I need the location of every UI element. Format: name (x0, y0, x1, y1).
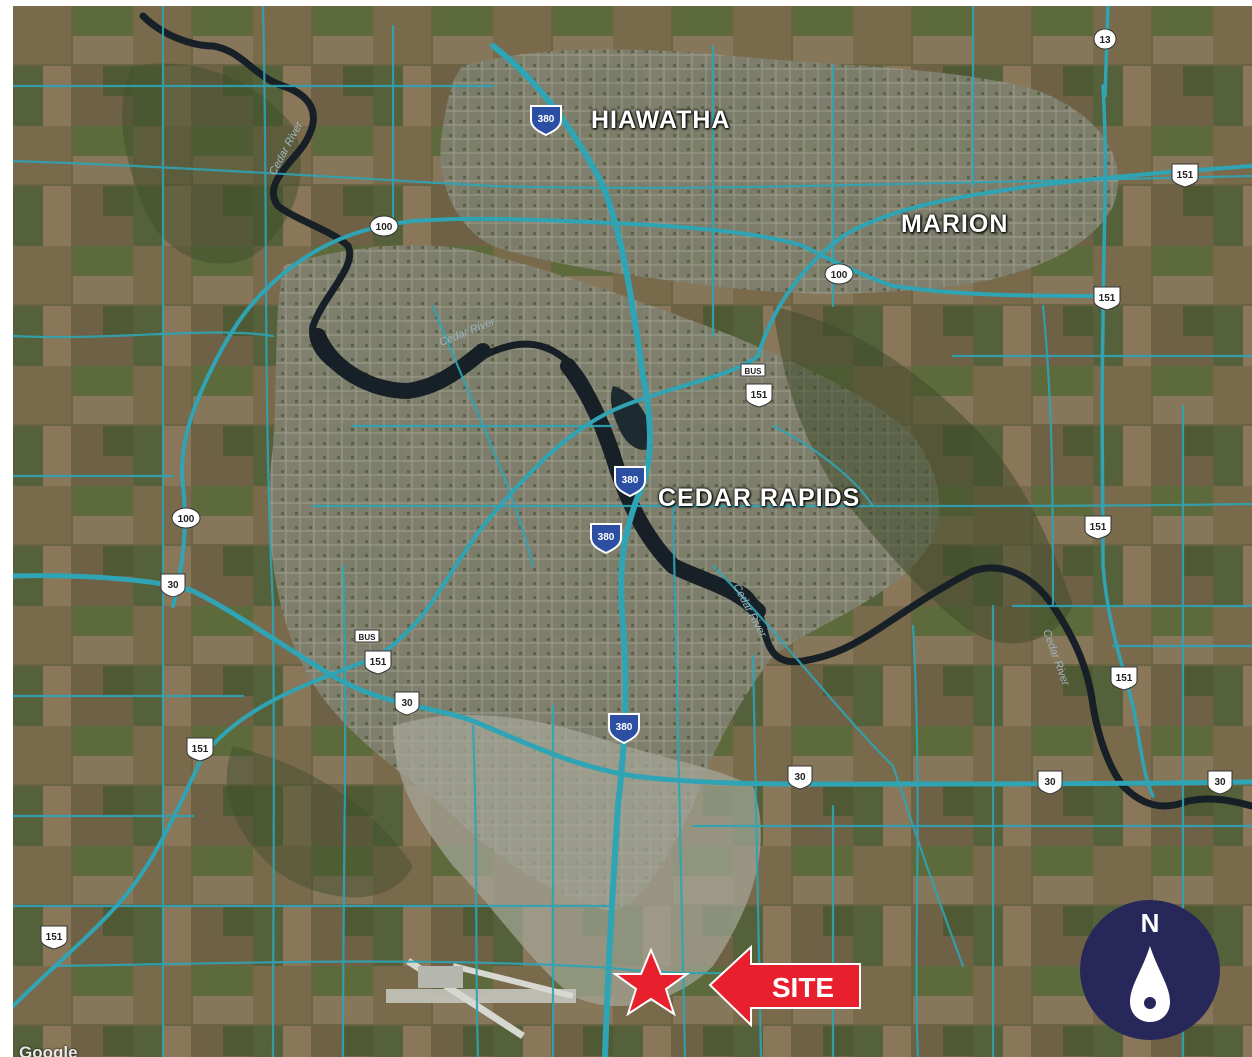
road-shield-us-151: 151 (40, 925, 68, 950)
industrial-south (393, 715, 761, 1006)
road-shield-label: 100 (376, 222, 393, 233)
arterial-roads (13, 6, 1252, 1057)
road-shield-label: BUS (359, 633, 377, 642)
road-shield-us-151: 151 (364, 650, 392, 675)
road-shield-label: 151 (751, 390, 768, 401)
road-shield-label: 30 (794, 772, 806, 783)
forest-area (773, 306, 1073, 644)
road-shield-us-151: 151 (186, 737, 214, 762)
road-shield-ia-100: 100 (171, 507, 201, 529)
road-shield-label: 151 (1090, 522, 1107, 533)
road-shield-label: 380 (598, 532, 615, 543)
road-shield-us-151: 151 (745, 383, 773, 408)
shield-layer: 380 380 380 380 13 100 100 100 151 151 151 151 151 15… (40, 28, 1233, 950)
road-shield-business: BUS (354, 629, 380, 643)
site-arrow[interactable] (708, 944, 861, 1028)
road-shield-us-151: 151 (1093, 286, 1121, 311)
road-shield-label: 30 (401, 698, 413, 709)
road-shield-us-151: 151 (1110, 666, 1138, 691)
road-shield-interstate: 380 (608, 713, 640, 745)
road-shield-us-151: 151 (1171, 163, 1199, 188)
road-shield-label: 100 (178, 514, 195, 525)
compass-north-label: N (1141, 908, 1160, 938)
us-30 (13, 573, 1252, 787)
road-shield-label: 151 (192, 744, 209, 755)
city-label-hiawatha: HIAWATHA (591, 106, 731, 134)
road-shield-business: BUS (740, 363, 766, 377)
road-shield-us-151: 151 (1084, 515, 1112, 540)
road-shield-label: 380 (616, 722, 633, 733)
site-label: SITE (772, 972, 834, 1003)
map-canvas: 380 380 380 380 13 100 100 100 151 151 151 151 151 15… (13, 6, 1252, 1057)
compass-needle-dot (1144, 997, 1156, 1009)
road-shield-interstate: 380 (614, 466, 646, 498)
road-shield-label: 13 (1099, 35, 1111, 46)
site-marker[interactable]: SITE (611, 944, 861, 1028)
map-attribution: Google (19, 1043, 78, 1057)
road-shield-label: 151 (1116, 673, 1133, 684)
road-shield-label: 151 (46, 932, 63, 943)
road-shield-interstate: 380 (530, 105, 562, 137)
road-shield-label: 100 (831, 270, 848, 281)
forest-area (122, 63, 301, 264)
road-shield-label: 151 (1099, 293, 1116, 304)
road-shield-us-30: 30 (160, 573, 186, 598)
road-shield-us-30: 30 (394, 691, 420, 716)
road-shield-label: 30 (167, 580, 179, 591)
road-shield-ia-100: 100 (369, 215, 399, 237)
compass: N (1080, 900, 1220, 1040)
us-151 (13, 164, 1252, 1008)
lake (610, 386, 653, 450)
road-shield-label: 380 (622, 475, 639, 486)
city-label-cedar-rapids: CEDAR RAPIDS (658, 484, 861, 512)
road-shield-label: 151 (370, 657, 387, 668)
road-shield-ia-100: 100 (824, 263, 854, 285)
road-shield-us-30: 30 (1037, 770, 1063, 795)
road-shield-us-30: 30 (787, 765, 813, 790)
city-label-marion: MARION (901, 210, 1009, 238)
urban-area-hiawatha-marion (440, 49, 1119, 294)
road-shield-interstate: 380 (590, 523, 622, 555)
road-shield-us-30: 30 (1207, 770, 1233, 795)
road-shield-label: 30 (1044, 777, 1056, 788)
road-shield-label: 151 (1177, 170, 1194, 181)
road-shield-label: 380 (538, 114, 555, 125)
compass-needle-icon (1130, 946, 1170, 1022)
road-layer (13, 6, 1252, 1057)
road-shield-ia-13: 13 (1093, 28, 1117, 50)
ia-100 (171, 216, 1105, 608)
us-151-east (1100, 84, 1155, 798)
road-shield-label: BUS (745, 367, 763, 376)
map-viewport[interactable]: 380 380 380 380 13 100 100 100 151 151 151 151 151 15… (13, 6, 1252, 1057)
road-shield-label: 30 (1214, 777, 1226, 788)
interstate-380 (490, 43, 653, 1057)
site-star-icon[interactable] (611, 947, 691, 1017)
ia-13 (1103, 6, 1110, 98)
